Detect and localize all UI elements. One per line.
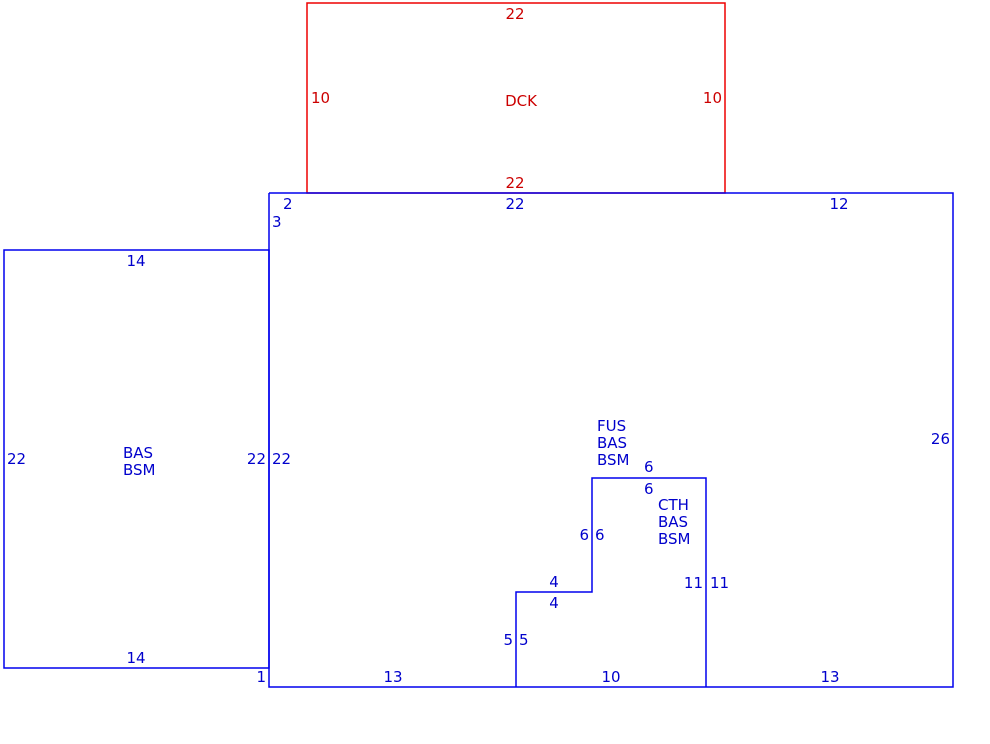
main-body-outline <box>268 192 954 688</box>
left-wing-code-2: BSM <box>123 461 156 479</box>
inner-right-dimension: 11 <box>684 574 703 592</box>
main-top-left-offset: 2 <box>283 195 293 213</box>
deck-right-dimension: 10 <box>703 89 722 107</box>
deck-top-dimension: 22 <box>505 5 524 23</box>
main-top-middle-dimension: 22 <box>505 195 524 213</box>
main-left-dimension: 22 <box>272 450 291 468</box>
main-bottom-left-dimension: 13 <box>383 668 402 686</box>
main-code-2: BAS <box>597 434 627 452</box>
main-top-right-dimension: 12 <box>829 195 848 213</box>
inner-left-lower-dimension: 5 <box>519 631 529 649</box>
main-bottom-right-dimension: 13 <box>820 668 839 686</box>
inner-top-dimension: 6 <box>644 480 654 498</box>
main-right-dimension: 26 <box>931 430 950 448</box>
main-corner-dimension: 1 <box>256 668 266 686</box>
left-wing-right-dimension: 22 <box>247 450 266 468</box>
main-code-3: BSM <box>597 451 630 469</box>
inner-code-2: BAS <box>658 513 688 531</box>
outer-right-of-inner-dimension: 11 <box>710 574 729 592</box>
left-wing-code-1: BAS <box>123 444 153 462</box>
left-wing-top-dimension: 14 <box>126 252 145 270</box>
inner-code-1: CTH <box>658 496 689 514</box>
inner-bottom-dimension: 10 <box>601 668 620 686</box>
left-wing-left-dimension: 22 <box>7 450 26 468</box>
main-code-1: FUS <box>597 417 626 435</box>
inner-code-3: BSM <box>658 530 691 548</box>
main-step-low-side: 5 <box>503 631 513 649</box>
inner-step-outline <box>515 477 707 687</box>
main-step-high-top: 6 <box>644 458 654 476</box>
inner-left-upper-dimension: 6 <box>595 526 605 544</box>
inner-step-dimension: 4 <box>549 594 559 612</box>
deck-left-dimension: 10 <box>311 89 330 107</box>
deck-bottom-dimension: 22 <box>505 174 524 192</box>
deck-code: DCK <box>505 92 538 110</box>
left-wing-bottom-dimension: 14 <box>126 649 145 667</box>
main-step-low-top: 4 <box>549 573 559 591</box>
main-left-upper-dimension: 3 <box>272 213 282 231</box>
main-step-high-side: 6 <box>579 526 589 544</box>
